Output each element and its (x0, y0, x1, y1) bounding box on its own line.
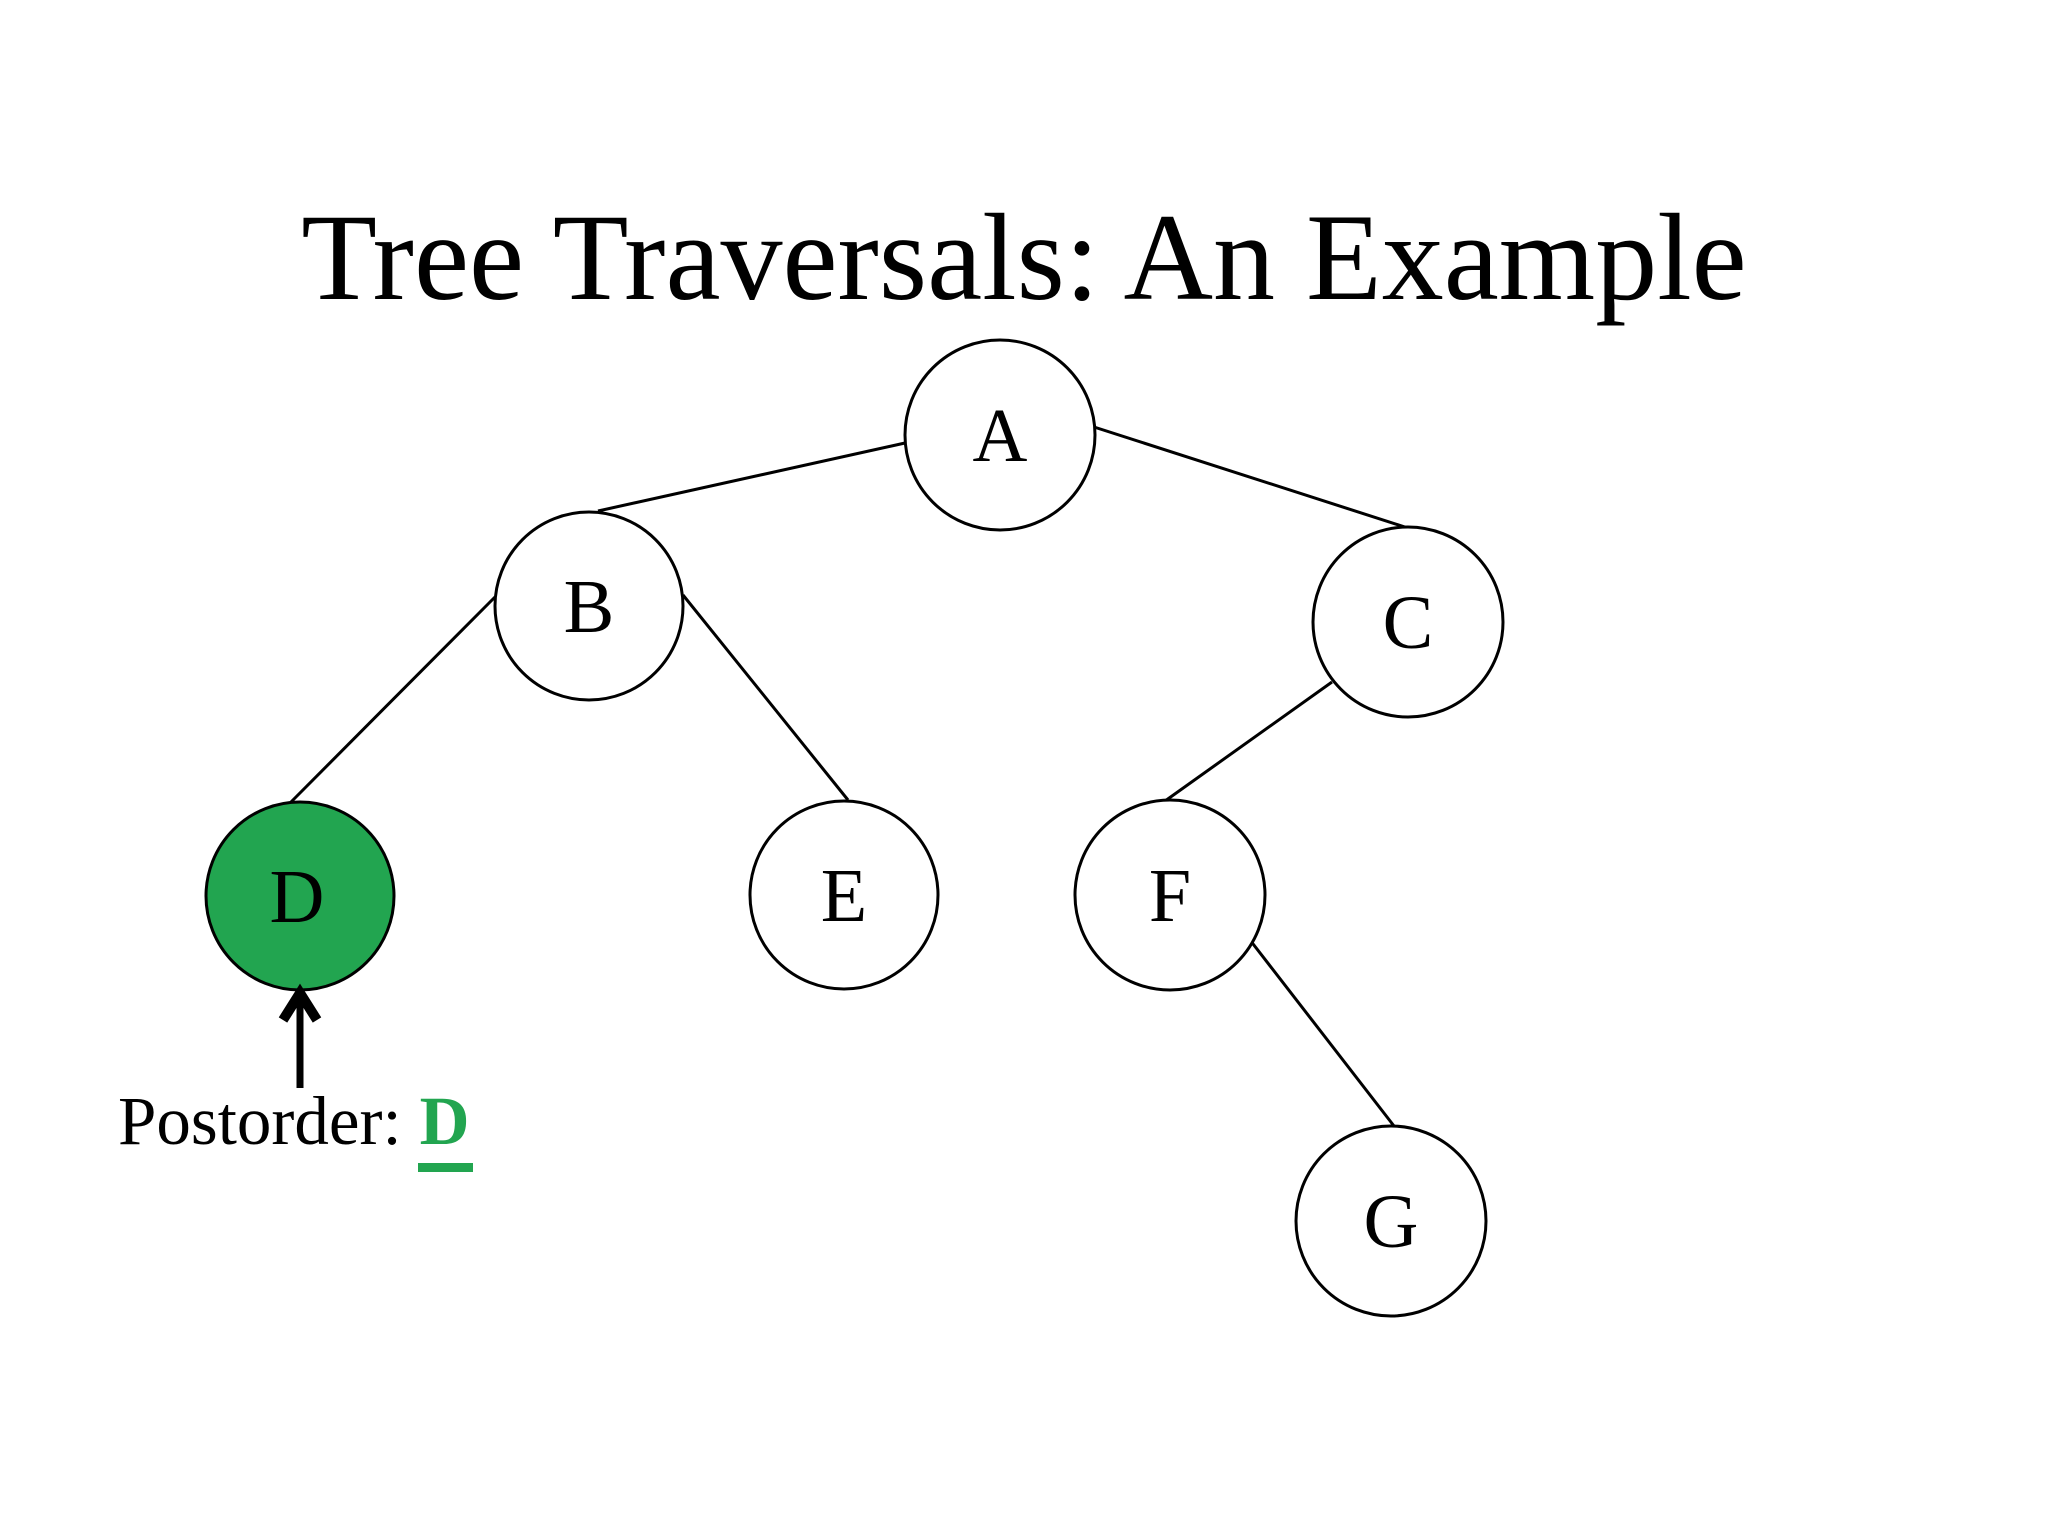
node-label-a: A (973, 394, 1028, 478)
node-circle-a (903, 338, 1097, 532)
tree-node-d: D (204, 800, 396, 992)
arrow-head (278, 983, 322, 1023)
tree-node-e: E (748, 799, 940, 991)
tree-node-g: G (1294, 1124, 1488, 1318)
node-label-e: E (821, 854, 867, 938)
node-label-g: G (1364, 1180, 1419, 1264)
postorder-caption: Postorder:D (118, 1083, 473, 1172)
edge-a-c (1093, 425, 1409, 530)
tree-node-b: B (493, 510, 685, 702)
tree-node-c: C (1311, 525, 1505, 719)
slide-title: Tree Traversals: An Example (301, 189, 1747, 326)
edge-f-g (1248, 939, 1396, 1127)
edge-b-d (289, 595, 497, 804)
node-label-b: B (564, 565, 615, 649)
tree-node-a: A (903, 338, 1097, 532)
tree-node-f: F (1073, 798, 1267, 992)
node-circle-e (748, 799, 940, 991)
node-label-f: F (1149, 854, 1191, 938)
up-arrow-icon (278, 983, 322, 1088)
node-label-d: D (270, 855, 325, 939)
node-circle-b (493, 510, 685, 702)
node-circle-c (1311, 525, 1505, 719)
node-circle-f (1073, 798, 1267, 992)
edge-a-b (597, 441, 906, 513)
postorder-visited-value: D (417, 1083, 473, 1172)
node-label-c: C (1383, 581, 1434, 665)
node-circle-g (1294, 1124, 1488, 1318)
edge-c-f (1164, 680, 1333, 803)
postorder-label: Postorder: (118, 1083, 402, 1159)
edge-b-e (681, 594, 850, 801)
tree-edges (289, 425, 1409, 1127)
